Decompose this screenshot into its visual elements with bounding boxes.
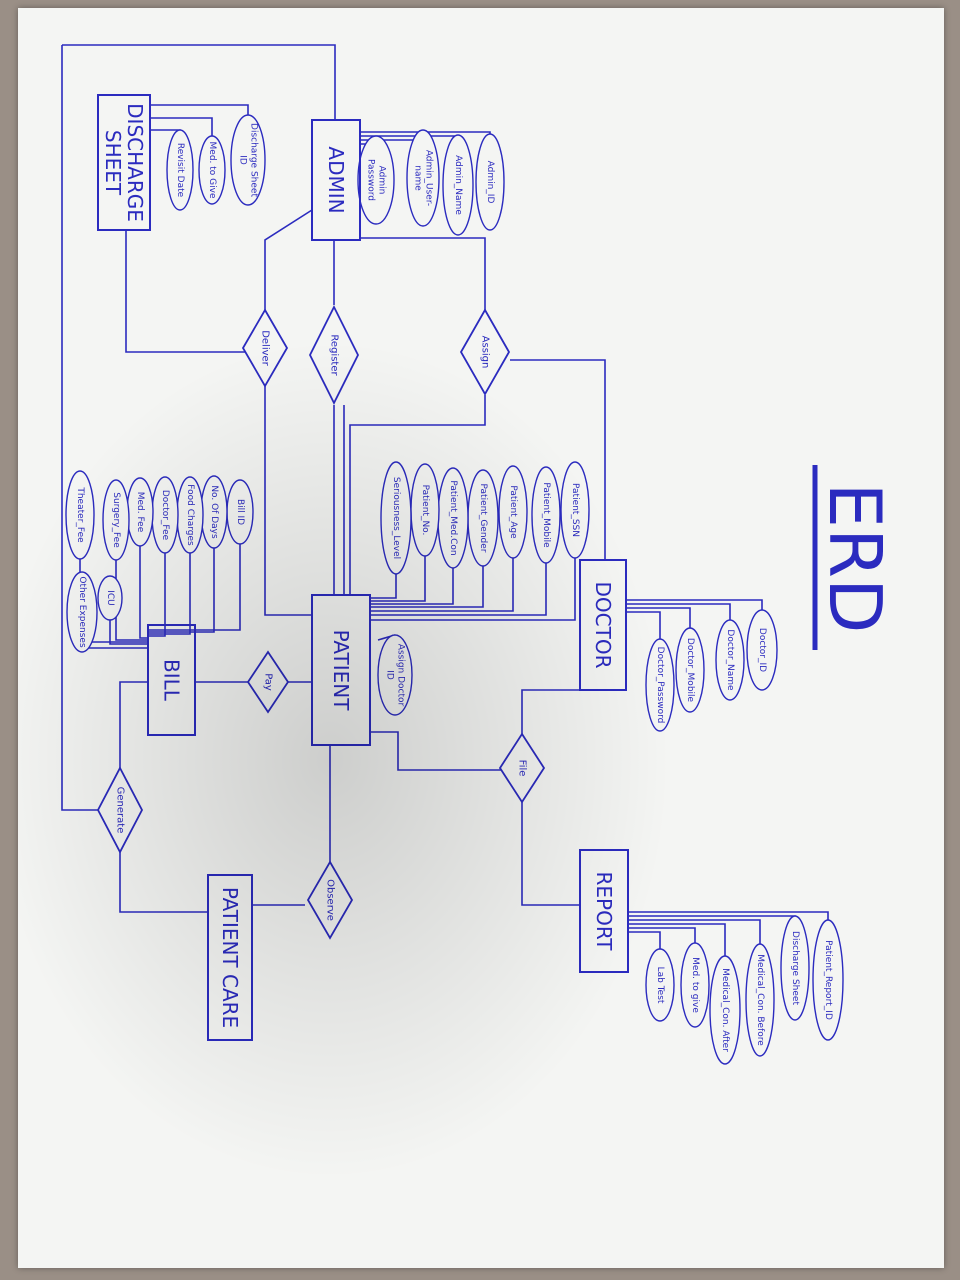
attribute-report-3-label: Medical_Con. After: [720, 968, 730, 1052]
attribute-doctor-1-label: Doctor_Name: [725, 629, 735, 691]
svg-text:name: name: [413, 165, 423, 191]
svg-text:Patient_Report_ID: Patient_Report_ID: [823, 940, 833, 1020]
entity-admin-label: ADMIN: [324, 146, 348, 213]
attribute-report-4-oval: [680, 942, 710, 1028]
attribute-doctor-2-oval: [675, 627, 705, 713]
attribute-doctor-2-label: Doctor_Mobile: [685, 638, 695, 703]
attribute-doctor-0-label: Doctor_ID: [757, 628, 767, 672]
entity-admin-box: [311, 119, 361, 241]
attribute-report-0-oval: [812, 919, 844, 1041]
attribute-discharge_sheet-1-label: Med. to Give: [207, 142, 217, 199]
attribute-doctor-0-oval: [746, 609, 778, 691]
relationship-assign-label: Assign: [480, 336, 491, 369]
attribute-report-1-oval: [780, 915, 810, 1021]
line-admin-outer: [62, 44, 336, 120]
diagram-title: ERD: [812, 465, 897, 650]
svg-text:ID: ID: [238, 155, 248, 165]
entity-admin-label-text: ADMIN: [324, 146, 348, 213]
svg-text:Assign: Assign: [480, 336, 491, 369]
svg-text:Admin_User-: Admin_User-: [424, 150, 434, 206]
attribute-admin-2-oval: [406, 129, 440, 227]
svg-text:Lab Test: Lab Test: [655, 967, 665, 1004]
attribute-report-2-label: Medical_Con. Before: [755, 954, 765, 1046]
svg-text:Discharge Sheet: Discharge Sheet: [249, 123, 259, 197]
attribute-discharge_sheet-2-oval: [166, 129, 194, 211]
attribute-admin-1-oval: [442, 134, 474, 236]
attribute-admin-2-label: Admin_User-name: [413, 150, 434, 206]
svg-text:Admin: Admin: [377, 166, 387, 195]
attribute-report-2-oval: [745, 943, 775, 1057]
title-label: ERD: [813, 483, 897, 634]
attribute-report-0-label: Patient_Report_ID: [823, 940, 833, 1020]
photo-shadow: [18, 340, 670, 1180]
svg-text:Doctor_Mobile: Doctor_Mobile: [685, 638, 695, 703]
svg-text:Medical_Con. Before: Medical_Con. Before: [755, 954, 765, 1046]
svg-text:Password: Password: [366, 159, 376, 201]
line-discharge-deliver: [125, 230, 245, 353]
svg-text:Doctor_ID: Doctor_ID: [757, 628, 767, 672]
line-admin-assign: [360, 237, 486, 310]
svg-text:Med. to give: Med. to give: [690, 957, 700, 1013]
svg-text:Admin_Name: Admin_Name: [453, 155, 463, 215]
attribute-discharge_sheet-2-label: Revisit Date: [175, 143, 185, 198]
svg-text:ERD: ERD: [813, 483, 897, 634]
attribute-report-5-label: Lab Test: [655, 967, 665, 1004]
attribute-admin-0-label: Admin_ID: [485, 161, 495, 204]
svg-text:Med. to Give: Med. to Give: [207, 142, 217, 199]
svg-text:Admin_ID: Admin_ID: [485, 161, 495, 204]
entity-discharge_sheet-label-text: DISCHARGE: [123, 103, 147, 222]
attribute-report-3-oval: [709, 955, 741, 1065]
attribute-report-4-label: Med. to give: [690, 957, 700, 1013]
attribute-report-5-oval: [645, 948, 675, 1022]
svg-text:Revisit Date: Revisit Date: [175, 143, 185, 198]
line-assign-doctor: [510, 359, 606, 560]
svg-text:Doctor_Name: Doctor_Name: [725, 629, 735, 691]
entity-discharge_sheet-label-text: SHEET: [101, 130, 125, 196]
entity-discharge_sheet-box: [97, 94, 151, 231]
attribute-admin-1-label: Admin_Name: [453, 155, 463, 215]
attribute-discharge_sheet-0-oval: [230, 114, 266, 206]
svg-text:Discharge Sheet: Discharge Sheet: [790, 931, 800, 1005]
attribute-admin-0-oval: [475, 133, 505, 231]
svg-text:Medical_Con. After: Medical_Con. After: [720, 968, 730, 1052]
attribute-doctor-1-oval: [715, 619, 745, 701]
line-deliver-admin: [264, 209, 313, 310]
attribute-discharge_sheet-1-oval: [198, 135, 226, 205]
attribute-report-1-label: Discharge Sheet: [790, 931, 800, 1005]
attribute-admin-3-oval: [357, 135, 395, 225]
